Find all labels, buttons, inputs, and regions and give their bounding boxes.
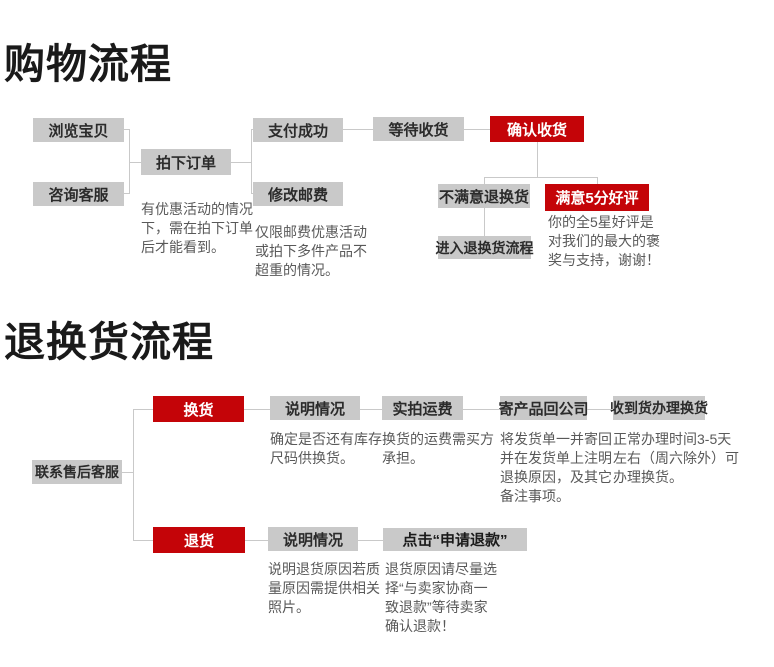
- connector: [343, 129, 373, 130]
- node-exchange: 换货: [153, 396, 244, 422]
- connector: [133, 409, 153, 410]
- shopping-flow-title: 购物流程: [4, 41, 172, 87]
- node-payment-success: 支付成功: [253, 118, 343, 142]
- node-browse-items: 浏览宝贝: [33, 118, 124, 142]
- node-unsatisfied-return: 不满意退换货: [438, 184, 530, 208]
- node-consult-service: 咨询客服: [33, 182, 124, 206]
- connector: [231, 162, 251, 163]
- node-explain-exchange: 说明情况: [270, 396, 360, 420]
- note-processing-time: 正常办理时间3-5天 左右（周六除外）可 办理换货。: [613, 431, 739, 485]
- node-place-order: 拍下订单: [141, 149, 231, 175]
- node-click-apply-refund: 点击“申请退款”: [383, 528, 527, 551]
- connector: [484, 177, 485, 184]
- connector: [122, 472, 133, 473]
- node-modify-postage: 修改邮费: [253, 182, 343, 206]
- return-flow-title: 退换货流程: [4, 319, 214, 365]
- connector: [484, 208, 485, 236]
- connector: [245, 540, 268, 541]
- connector: [597, 177, 598, 184]
- note-five-star-praise: 你的全5星好评是 对我们的最大的褒 奖与支持，谢谢！: [548, 214, 660, 268]
- node-explain-refund: 说明情况: [268, 527, 358, 551]
- node-enter-return-flow: 进入退换货流程: [436, 236, 534, 259]
- node-wait-delivery: 等待收货: [373, 117, 464, 141]
- connector: [129, 162, 141, 163]
- node-confirm-receipt: 确认收货: [490, 116, 584, 142]
- node-send-back: 寄产品回公司: [499, 396, 589, 420]
- connector: [587, 409, 613, 410]
- connector: [251, 193, 255, 194]
- note-order-discount: 有优惠活动的情况 下，需在拍下订单 后才能看到。: [141, 201, 253, 255]
- connector: [463, 409, 500, 410]
- connector: [244, 409, 270, 410]
- node-contact-aftersales: 联系售后客服: [32, 460, 122, 484]
- note-refund-option: 退货原因请尽量选 择“与卖家协商一 致退款”等待卖家 确认退款！: [385, 561, 497, 634]
- connector: [129, 129, 130, 194]
- node-actual-freight: 实拍运费: [382, 396, 463, 420]
- connector: [124, 129, 129, 130]
- note-freight-buyer: 换货的运费需买方 承担。: [382, 431, 494, 466]
- note-refund-reason-photo: 说明退货原因若质 量原因需提供相关 照片。: [268, 561, 380, 615]
- node-satisfied-rating: 满意5分好评: [545, 184, 649, 211]
- node-refund: 退货: [153, 527, 245, 553]
- connector: [360, 409, 382, 410]
- connector: [358, 540, 383, 541]
- connector: [251, 129, 255, 130]
- connector: [133, 409, 134, 540]
- connector: [133, 540, 153, 541]
- note-send-back-detail: 将发货单一并寄回 并在发货单上注明 退换原因，及其它 备注事项。: [500, 431, 612, 504]
- connector: [537, 142, 538, 177]
- connector: [484, 177, 597, 178]
- note-stock-check: 确定是否还有库存 尺码供换货。: [270, 431, 382, 466]
- node-receive-exchange: 收到货办理换货: [610, 396, 708, 420]
- connector: [124, 193, 129, 194]
- note-postage-condition: 仅限邮费优惠活动 或拍下多件产品不 超重的情况。: [255, 224, 367, 278]
- connector: [464, 129, 490, 130]
- connector: [251, 129, 252, 194]
